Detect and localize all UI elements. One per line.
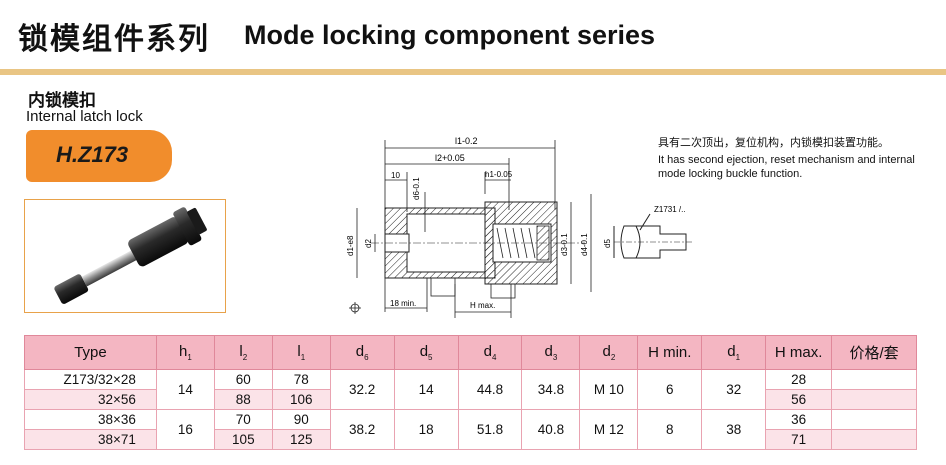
cell-d4: 51.8 bbox=[457, 409, 523, 450]
cell-price bbox=[831, 409, 917, 430]
description-cn: 具有二次顶出，复位机构，内锁模扣装置功能。 bbox=[658, 136, 889, 149]
cell-d6: 38.2 bbox=[329, 409, 395, 450]
dim-hmax-label: H max. bbox=[470, 301, 495, 310]
cell-hmax: 28 bbox=[765, 369, 833, 390]
dim-l1-label: l1-0.2 bbox=[455, 136, 478, 146]
table-header-row: Type h1 l2 l1 d6 d5 d4 d3 d2 H min. d1 H… bbox=[24, 335, 917, 370]
dim-d4-label: d4-0.1 bbox=[580, 233, 589, 256]
technical-drawing: l1-0.2 l2+0.05 10 h1-0.05 d1-e8 d2 d6-0.… bbox=[346, 136, 592, 318]
cell-d3: 34.8 bbox=[521, 369, 581, 410]
model-code: H.Z173 bbox=[56, 142, 129, 167]
table-row: 32×56 88 106 56 bbox=[24, 389, 917, 410]
col-d5: d5 bbox=[393, 335, 459, 370]
cell-d3: 40.8 bbox=[521, 409, 581, 450]
cell-l1: 106 bbox=[271, 389, 331, 410]
cell-hmin: 6 bbox=[637, 369, 703, 410]
dim-d6-label: d6-0.1 bbox=[412, 177, 421, 200]
page-title-en: Mode locking component series bbox=[244, 20, 656, 50]
dim-d2-label: d2 bbox=[364, 239, 373, 248]
dim-10-label: 10 bbox=[391, 171, 400, 180]
cell-type: 38×71 bbox=[24, 429, 157, 450]
cell-h1: 16 bbox=[155, 409, 215, 450]
col-d1: d1 bbox=[701, 335, 767, 370]
model-badge: H.Z173 bbox=[26, 130, 172, 182]
header-divider bbox=[0, 69, 946, 75]
detail-label: Z1731 /.. bbox=[654, 205, 686, 214]
detail-d5-label: d5 bbox=[603, 239, 612, 248]
dim-d1-label: d1-e8 bbox=[346, 235, 355, 256]
col-d2: d2 bbox=[579, 335, 639, 370]
col-l1: l1 bbox=[271, 335, 331, 370]
dim-d3-label: d3-0.1 bbox=[560, 233, 569, 256]
product-name-en: Internal latch lock bbox=[26, 108, 143, 125]
latch-lock-photo-icon bbox=[54, 207, 207, 304]
cell-d1: 32 bbox=[701, 369, 767, 410]
cell-d5: 18 bbox=[393, 409, 459, 450]
cell-l1: 125 bbox=[271, 429, 331, 450]
cell-type: Z173/32×28 bbox=[24, 369, 157, 390]
cell-price bbox=[831, 389, 917, 410]
cell-price bbox=[831, 429, 917, 450]
cell-hmax: 71 bbox=[765, 429, 833, 450]
col-type: Type bbox=[24, 335, 157, 370]
cell-hmin: 8 bbox=[637, 409, 703, 450]
description-en: It has second ejection, reset mechanism … bbox=[658, 154, 915, 180]
cell-d1: 38 bbox=[701, 409, 767, 450]
table-row: 38×71 105 125 71 bbox=[24, 429, 917, 450]
cell-type: 32×56 bbox=[24, 389, 157, 410]
product-photo bbox=[24, 199, 226, 313]
cell-hmax: 36 bbox=[765, 409, 833, 430]
dim-18min-label: 18 min. bbox=[390, 299, 416, 308]
dim-l2-label: l2+0.05 bbox=[435, 153, 465, 163]
spec-table: Type h1 l2 l1 d6 d5 d4 d3 d2 H min. d1 H… bbox=[24, 335, 917, 450]
cell-hmax: 56 bbox=[765, 389, 833, 410]
col-hmax: H max. bbox=[765, 335, 833, 370]
cell-l1: 78 bbox=[271, 369, 331, 390]
col-price: 价格/套 bbox=[831, 335, 917, 370]
table-row: 38×36 16 70 90 38.2 18 51.8 40.8 M 12 8 … bbox=[24, 409, 917, 450]
col-hmin: H min. bbox=[637, 335, 703, 370]
cell-d5: 14 bbox=[393, 369, 459, 410]
table-row: Z173/32×28 14 60 78 32.2 14 44.8 34.8 M … bbox=[24, 369, 917, 410]
cell-d2: M 12 bbox=[579, 409, 639, 450]
product-name-cn: 内锁模扣 bbox=[28, 91, 96, 111]
cell-l2: 88 bbox=[213, 389, 273, 410]
dim-h1-label: h1-0.05 bbox=[485, 170, 513, 179]
col-d4: d4 bbox=[457, 335, 523, 370]
col-d3: d3 bbox=[521, 335, 581, 370]
page-title-cn: 锁模组件系列 bbox=[18, 22, 210, 57]
cell-d6: 32.2 bbox=[329, 369, 395, 410]
cell-price bbox=[831, 369, 917, 390]
detail-drawing: Z1731 /.. d5 bbox=[603, 205, 692, 259]
col-d6: d6 bbox=[329, 335, 395, 370]
cell-d2: M 10 bbox=[579, 369, 639, 410]
cell-l2: 60 bbox=[213, 369, 273, 390]
cell-l2: 70 bbox=[213, 409, 273, 430]
cell-l1: 90 bbox=[271, 409, 331, 430]
page-header: 锁模组件系列 Mode locking component series bbox=[0, 0, 946, 75]
cell-l2: 105 bbox=[213, 429, 273, 450]
cell-d4: 44.8 bbox=[457, 369, 523, 410]
cell-h1: 14 bbox=[155, 369, 215, 410]
col-l2: l2 bbox=[213, 335, 273, 370]
col-h1: h1 bbox=[155, 335, 215, 370]
cell-type: 38×36 bbox=[24, 409, 157, 430]
